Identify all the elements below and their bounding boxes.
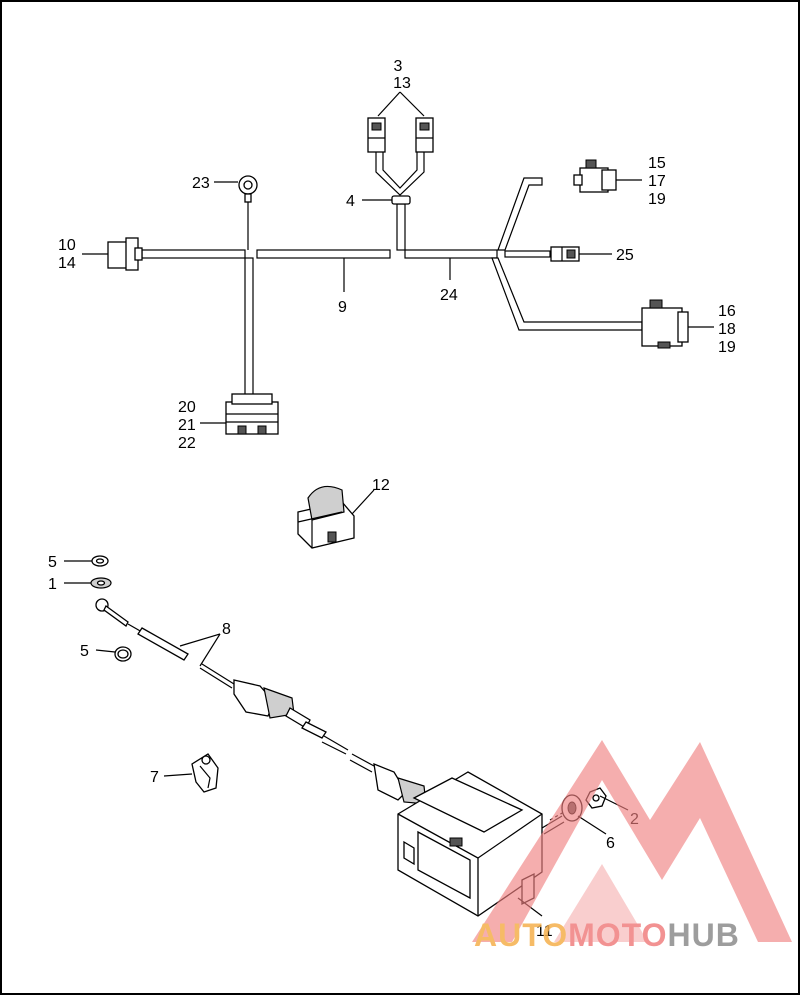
callout-19-upper: 19 bbox=[648, 191, 666, 208]
connector-15-17-19 bbox=[573, 159, 617, 193]
callout-20: 20 bbox=[178, 399, 196, 416]
harness-segment-9 bbox=[256, 249, 391, 259]
actuator-module-11 bbox=[373, 762, 565, 917]
connector-25 bbox=[550, 246, 580, 262]
callout-6: 6 bbox=[606, 835, 615, 852]
callout-10: 10 bbox=[58, 237, 76, 254]
connector-16-18-19 bbox=[641, 299, 689, 349]
ring-terminal-23 bbox=[238, 175, 258, 203]
harness-branch-upper-right bbox=[497, 177, 543, 251]
harness-segment-25 bbox=[504, 250, 551, 258]
cable-8 bbox=[95, 598, 375, 773]
callout-5-top: 5 bbox=[48, 554, 57, 571]
callout-12: 12 bbox=[372, 477, 390, 494]
callout-24: 24 bbox=[440, 287, 458, 304]
watermark-text-auto: AUTO bbox=[474, 917, 568, 953]
callout-25: 25 bbox=[616, 247, 634, 264]
harness-branch-lower-right bbox=[491, 257, 643, 331]
callout-14: 14 bbox=[58, 255, 76, 272]
callout-13: 13 bbox=[393, 75, 411, 92]
watermark-text-hub: HUB bbox=[667, 917, 739, 953]
clip-7 bbox=[191, 753, 219, 793]
connector-20-21-22 bbox=[225, 393, 279, 435]
callout-7: 7 bbox=[150, 769, 159, 786]
callout-3: 3 bbox=[394, 58, 403, 75]
watermark-logo-icon bbox=[472, 740, 792, 942]
watermark-text-moto: MOTO bbox=[568, 917, 667, 953]
harness-branch-up bbox=[396, 203, 406, 251]
harness-segment-24 bbox=[404, 249, 498, 259]
callout-21: 21 bbox=[178, 417, 196, 434]
callout-18: 18 bbox=[718, 321, 736, 338]
callout-15: 15 bbox=[648, 155, 666, 172]
callout-11: 11 bbox=[536, 923, 553, 940]
callout-1: 1 bbox=[48, 576, 57, 593]
switch-12 bbox=[297, 485, 355, 549]
callout-22: 22 bbox=[178, 435, 196, 452]
connector-3-13 bbox=[367, 117, 434, 153]
callout-9: 9 bbox=[338, 299, 347, 316]
washer-1 bbox=[90, 577, 112, 589]
automotohub-watermark: AUTOMOTOHUB bbox=[472, 740, 792, 953]
callout-17: 17 bbox=[648, 173, 666, 190]
callout-labels: 3 13 23 4 15 17 19 10 14 25 9 24 16 18 1… bbox=[48, 58, 736, 940]
callout-23: 23 bbox=[192, 175, 210, 192]
callout-4: 4 bbox=[346, 193, 355, 210]
oring-5-bottom bbox=[114, 646, 132, 662]
washer-5-top bbox=[91, 555, 109, 567]
callout-8: 8 bbox=[222, 621, 231, 638]
grommet-4 bbox=[391, 195, 411, 205]
connector-10-14 bbox=[107, 237, 143, 271]
callout-5-bottom: 5 bbox=[80, 643, 89, 660]
callout-16: 16 bbox=[718, 303, 736, 320]
harness-segment-left bbox=[141, 249, 246, 259]
svg-text:AUTOMOTOHUB: AUTOMOTOHUB bbox=[474, 917, 740, 953]
wiring-harness bbox=[141, 152, 643, 396]
callout-19-lower: 19 bbox=[718, 339, 736, 356]
harness-branch-down bbox=[244, 257, 254, 396]
